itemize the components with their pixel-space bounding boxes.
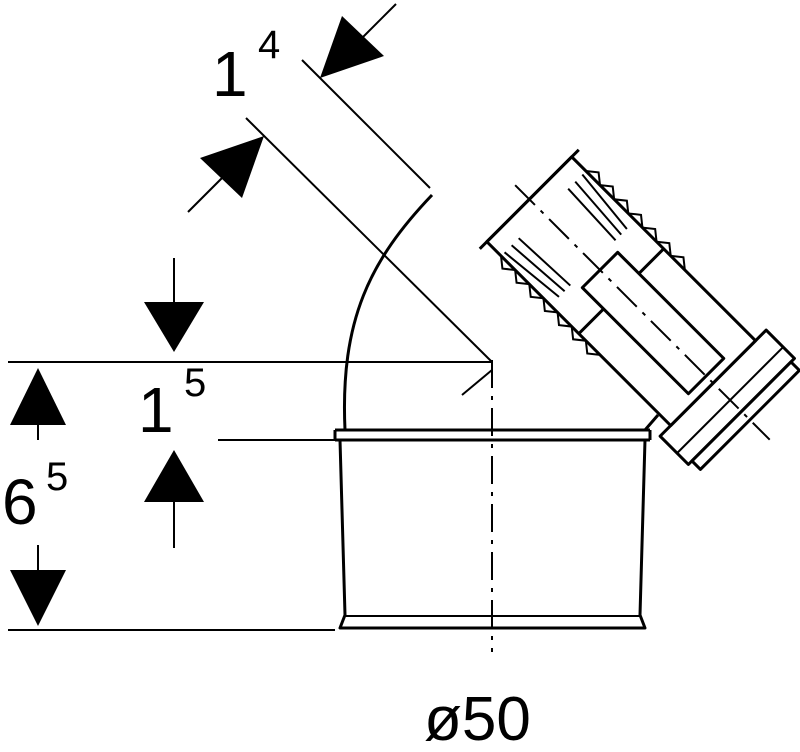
height-value: 6 <box>2 466 38 538</box>
offset-exponent: 5 <box>184 361 206 405</box>
depth-arrow-upper <box>320 16 384 78</box>
socket-depth-dimension <box>187 3 493 363</box>
depth-value: 1 <box>212 38 248 110</box>
offset-arrow-up <box>144 450 204 502</box>
offset-dimension <box>144 258 335 548</box>
depth-exponent: 4 <box>258 23 280 67</box>
height-arrow-down <box>10 570 66 626</box>
depth-arrow-lower <box>200 136 264 198</box>
height-dimension <box>8 361 492 631</box>
offset-value: 1 <box>138 374 174 446</box>
height-arrow-up <box>10 368 66 425</box>
diameter-label: ø50 <box>424 685 531 752</box>
center-mark <box>461 369 493 396</box>
bend-body <box>342 193 660 431</box>
angled-socket <box>478 148 800 471</box>
offset-arrow-down <box>144 302 204 352</box>
height-exponent: 5 <box>46 455 68 499</box>
